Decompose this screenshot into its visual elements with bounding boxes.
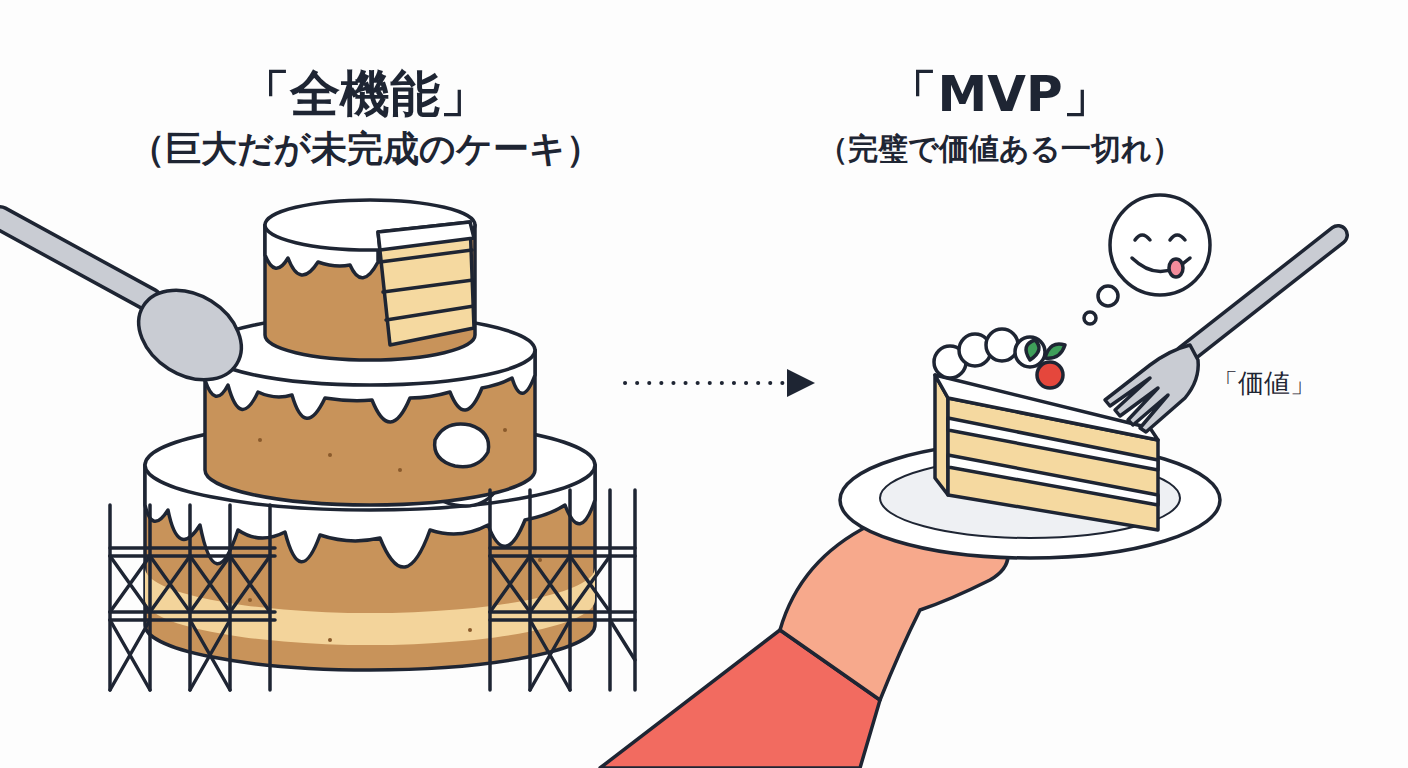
middle-tier [258,438,262,442]
cake-illustration [0,195,1338,768]
middle-tier [503,428,507,432]
thought-bubble [1098,286,1118,306]
thought-bubble [1169,259,1183,277]
cake-slice [948,455,1158,505]
top-tier [380,250,472,262]
thought-bubble [1084,195,1210,324]
thought-bubble [1084,312,1096,324]
panel-heading: 「全機能」 [105,63,625,125]
scaffolding [110,620,230,690]
bottom-tier [248,598,252,602]
bottom-tier [538,558,542,562]
cake-slice [1015,337,1045,367]
panel-heading: 「MVP」 [815,63,1185,125]
scaffolding [530,620,635,690]
scaffolding [110,505,270,690]
full-feature-panel: 「全機能」（巨大だが未完成のケーキ） [105,63,625,703]
top-tier [265,200,475,360]
fork [1105,345,1198,432]
top-tier [378,222,474,345]
panel-subtitle: （完璧で価値ある一切れ） [815,125,1185,173]
cake-slice [934,329,1158,530]
spoon [0,218,258,398]
scaffolding [490,548,635,620]
middle-tier [398,468,402,472]
cake-slice [1037,362,1063,388]
middle-tier [328,453,332,457]
scaffolding [110,548,275,620]
top-tier [383,280,473,292]
thought-bubble [1110,195,1210,295]
value-label: 「価値」 [1212,366,1316,401]
cake-slice [986,329,1018,361]
cake-slice [1045,344,1065,358]
bottom-tier [328,638,332,642]
spoon [0,218,150,300]
middle-tier [435,424,489,467]
panel-subtitle: （巨大だが未完成のケーキ） [105,125,625,173]
dotted-arrow [625,381,815,385]
thought-bubble [1135,235,1150,240]
scaffolding [110,556,270,612]
cake-slice [1026,340,1039,360]
bottom-tier [468,628,472,632]
scaffolding [490,556,610,612]
top-tier [265,200,475,250]
spoon [122,272,258,398]
top-tier [378,222,474,250]
scaffolding [110,490,635,690]
scaffolding [490,490,635,690]
fork [1105,235,1338,432]
mvp-panel: 「MVP」（完璧で価値ある一切れ） [815,63,1185,703]
top-tier [386,306,474,320]
spoon [0,218,150,300]
thought-bubble [1170,235,1185,240]
